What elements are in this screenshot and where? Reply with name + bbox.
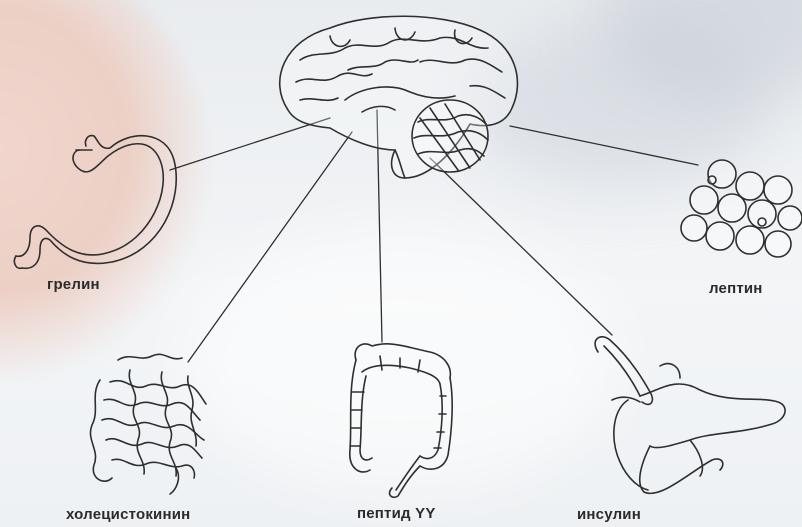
line-to-cholecystokinin bbox=[188, 132, 352, 362]
brain-icon bbox=[280, 16, 518, 178]
fat-cells-icon bbox=[681, 160, 802, 257]
stomach-icon bbox=[14, 136, 176, 269]
label-cholecystokinin: холецистокинин bbox=[66, 506, 190, 523]
pancreas-icon bbox=[595, 337, 785, 494]
label-ghrelin: грелин bbox=[47, 276, 100, 293]
colon-icon bbox=[350, 344, 452, 497]
line-to-leptin bbox=[510, 126, 698, 165]
label-insulin: инсулин bbox=[577, 506, 641, 523]
line-to-insulin bbox=[430, 158, 612, 335]
line-to-ghrelin bbox=[170, 118, 330, 170]
small-intestine-icon bbox=[90, 354, 206, 494]
label-peptide-yy: пептид YY bbox=[357, 505, 436, 522]
label-leptin: лептин bbox=[709, 280, 763, 297]
